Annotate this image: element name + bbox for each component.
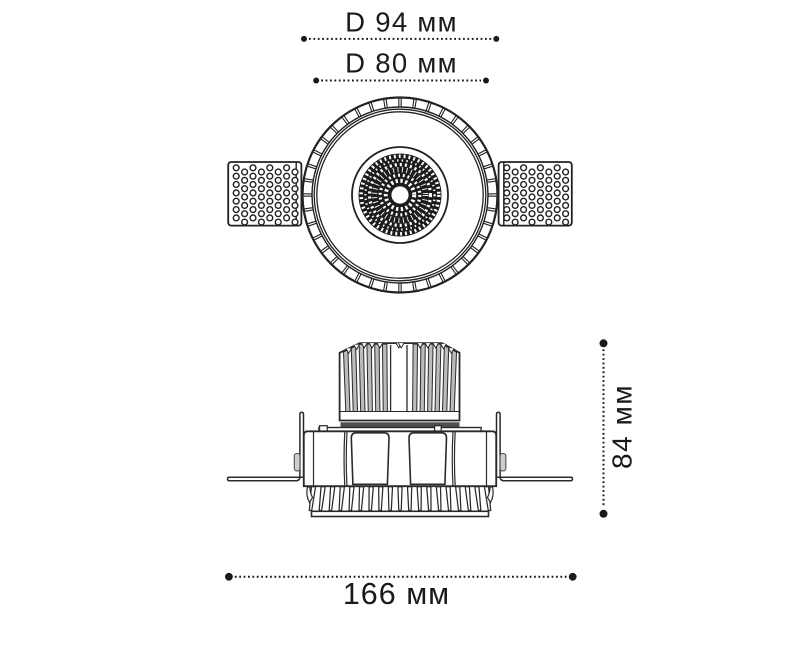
svg-text:D 80 мм: D 80 мм [345, 48, 458, 79]
svg-text:D 94 мм: D 94 мм [345, 7, 458, 38]
svg-text:84 мм: 84 мм [607, 384, 638, 469]
svg-text:166 мм: 166 мм [343, 577, 450, 611]
